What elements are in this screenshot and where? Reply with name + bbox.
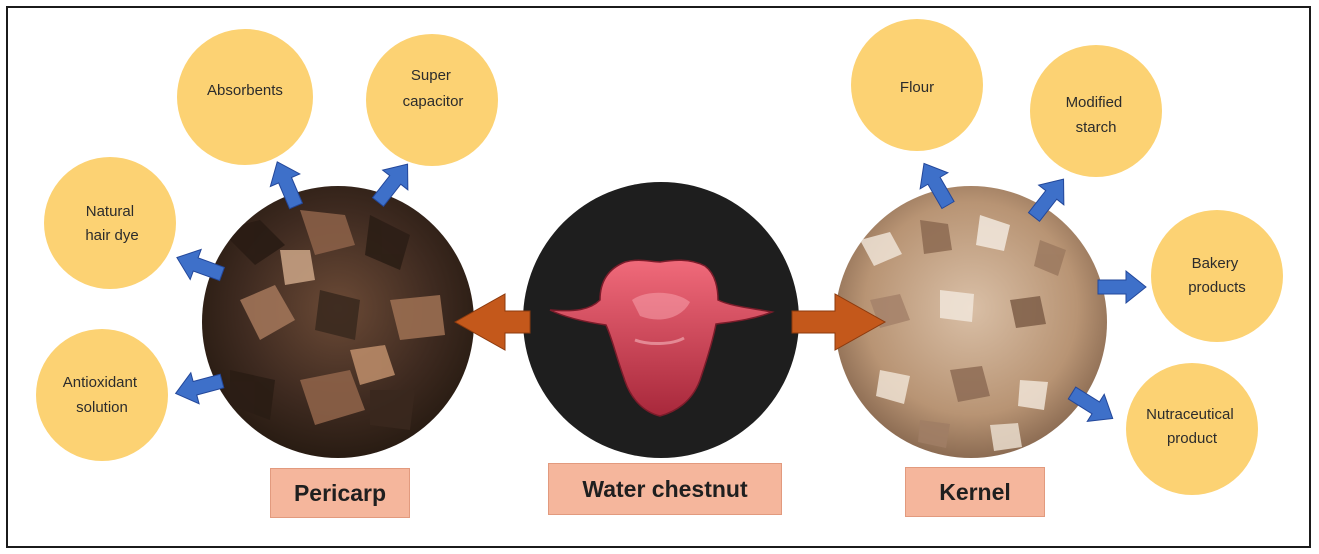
bubble-antioxidant-solution: Antioxidant solution (36, 329, 168, 461)
bubble-bakery-products: Bakery products (1151, 210, 1283, 342)
kernel-label: Kernel (905, 467, 1045, 517)
water-chestnut-label: Water chestnut (548, 463, 782, 515)
bubble-absorbents-label: Absorbents (207, 82, 283, 99)
pericarp-image (202, 186, 474, 458)
bubble-super-capacitor: Super capacitor (366, 34, 498, 166)
water-chestnut-image (523, 182, 799, 458)
bubble-flour-label: Flour (900, 79, 934, 96)
pericarp-label: Pericarp (270, 468, 410, 518)
bubble-modified-starch: Modified starch (1030, 45, 1162, 177)
bubble-nutraceutical-product: Nutraceutical product (1126, 363, 1258, 495)
bubble-flour: Flour (851, 19, 983, 151)
bubble-absorbents: Absorbents (177, 29, 313, 165)
bubble-natural-hair-dye: Natural hair dye (44, 157, 176, 289)
arrow-to-bakery-products (1098, 271, 1146, 303)
